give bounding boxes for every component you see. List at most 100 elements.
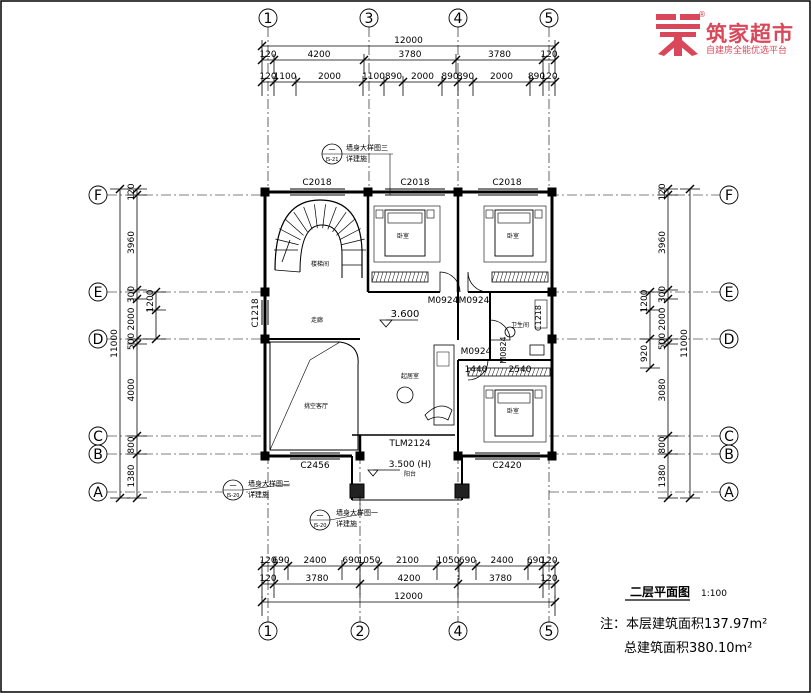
dim-right-total-label: 11000 xyxy=(680,329,690,358)
wardrobe-hatch xyxy=(511,271,516,283)
dim-top-total-label: 12000 xyxy=(394,36,423,46)
left-axis-bubble-E xyxy=(88,282,108,302)
wardrobe-hatch xyxy=(511,367,516,377)
dim-left-seg-label: 4000 xyxy=(127,378,137,401)
bottom-axis-bubble-1 xyxy=(258,621,278,641)
bed-3-pillow xyxy=(497,392,531,404)
stair-tread xyxy=(285,219,304,236)
top-axis-bubble-3 xyxy=(359,8,379,28)
room-label: 挑空客厅 xyxy=(304,402,328,410)
room-label: 走廊 xyxy=(311,316,323,324)
callout-top-num: 一 xyxy=(329,146,336,154)
top-axis-bubble-4 xyxy=(448,8,468,28)
wardrobe-hatch xyxy=(483,367,488,377)
right-axis-bubble-F-label: F xyxy=(725,188,733,204)
wardrobe-hatch xyxy=(543,367,548,377)
top-axis-bubble-1 xyxy=(258,8,278,28)
dim-bottom-row1-label: 690 xyxy=(459,556,476,566)
wardrobe-hatch xyxy=(419,271,424,283)
right-axis-bubble-C-label: C xyxy=(724,429,734,445)
dim-right-seg-label: 3960 xyxy=(658,231,668,254)
room-label: 卧室 xyxy=(507,232,519,240)
washbasin xyxy=(529,344,545,356)
window-label: C2018 xyxy=(400,178,429,188)
column xyxy=(260,451,270,461)
stair-tread xyxy=(327,206,337,230)
wardrobe-hatch xyxy=(491,367,496,377)
wardrobe-hatch xyxy=(539,271,544,283)
elevation-main: 3.600 xyxy=(391,309,420,320)
wardrobe-hatch xyxy=(519,271,524,283)
dim-top-row2-label: 120 xyxy=(540,50,557,60)
wardrobe-hatch xyxy=(523,367,528,377)
room-label: 阳台 xyxy=(404,470,416,478)
dim-bottom-row1-label: 2400 xyxy=(304,556,327,566)
wardrobe-hatch xyxy=(507,271,512,283)
dim-bottom-row1-label: 1050 xyxy=(437,556,460,566)
dim-top-row3-label: 890 xyxy=(528,72,545,82)
stair-tread xyxy=(275,238,299,246)
wardrobe-hatch xyxy=(475,367,480,377)
column xyxy=(363,187,373,197)
dim-bottom-row2-label: 4200 xyxy=(398,574,421,584)
door-label: 1440 xyxy=(465,365,488,375)
void-diagonal xyxy=(269,359,311,451)
brand-name: 筑家超市 xyxy=(706,22,794,46)
right-axis-bubble-B xyxy=(719,444,739,464)
dim-top-row3-label: 1100 xyxy=(362,72,385,82)
door-label: M0824 xyxy=(499,336,508,363)
void-outline xyxy=(269,341,359,451)
room-label: 卫生间 xyxy=(511,321,529,329)
window-label: C1218 xyxy=(534,305,543,331)
stair-tread xyxy=(303,206,313,230)
wardrobe-hatch xyxy=(471,367,476,377)
wardrobe-hatch xyxy=(531,271,536,283)
wardrobe-hatch xyxy=(523,271,528,283)
level-mark-balcony xyxy=(367,469,379,477)
top-axis-bubble-5-label: 5 xyxy=(545,11,554,27)
right-axis-bubble-A xyxy=(719,482,739,502)
column xyxy=(547,287,557,297)
right-axis-bubble-E-label: E xyxy=(725,285,734,301)
door-label: TLM2124 xyxy=(388,439,430,449)
column xyxy=(547,451,557,461)
door-swing xyxy=(467,359,489,381)
bottom-axis-bubble-2 xyxy=(350,621,370,641)
wardrobe-hatch xyxy=(495,367,500,377)
dim-bottom-row1-label: 1050 xyxy=(358,556,381,566)
balcony-column xyxy=(454,483,470,499)
dim-left-seg-label: 2000 xyxy=(127,307,137,330)
wardrobe-hatch xyxy=(479,367,484,377)
bottom-axis-bubble-4 xyxy=(448,621,468,641)
window-label: C2456 xyxy=(300,461,329,471)
right-axis-bubble-A-label: A xyxy=(724,485,734,501)
dim-right-inner-label: 920 xyxy=(640,345,650,362)
dim-left-total-label: 11000 xyxy=(110,329,120,358)
stair-tread xyxy=(314,204,318,229)
bottom-axis-bubble-4-label: 4 xyxy=(454,624,463,640)
column xyxy=(547,334,557,344)
right-axis-bubble-E xyxy=(719,282,739,302)
left-axis-bubble-D xyxy=(88,329,108,349)
column xyxy=(260,187,270,197)
wardrobe-hatch xyxy=(515,271,520,283)
stair-tread xyxy=(274,269,301,273)
stair-arrow xyxy=(281,239,291,263)
callout-bottom-subtitle: 详建施 xyxy=(336,519,357,528)
wardrobe-hatch xyxy=(379,271,384,283)
round-table xyxy=(396,386,414,404)
left-axis-bubble-F-label: F xyxy=(94,188,102,204)
column xyxy=(547,187,557,197)
dim-bottom-row1-label: 120 xyxy=(540,556,557,566)
stair-tread xyxy=(341,238,365,246)
sofa-cushion xyxy=(436,351,450,367)
left-axis-bubble-D-label: D xyxy=(93,332,104,348)
bed-2 xyxy=(494,209,534,257)
room-label: 楼梯间 xyxy=(311,260,329,268)
column xyxy=(453,187,463,197)
dim-top-row2-label: 120 xyxy=(259,50,276,60)
door-swing xyxy=(489,319,511,341)
stair-tread xyxy=(322,204,326,229)
dim-top-row3-label: 890 xyxy=(441,72,458,82)
